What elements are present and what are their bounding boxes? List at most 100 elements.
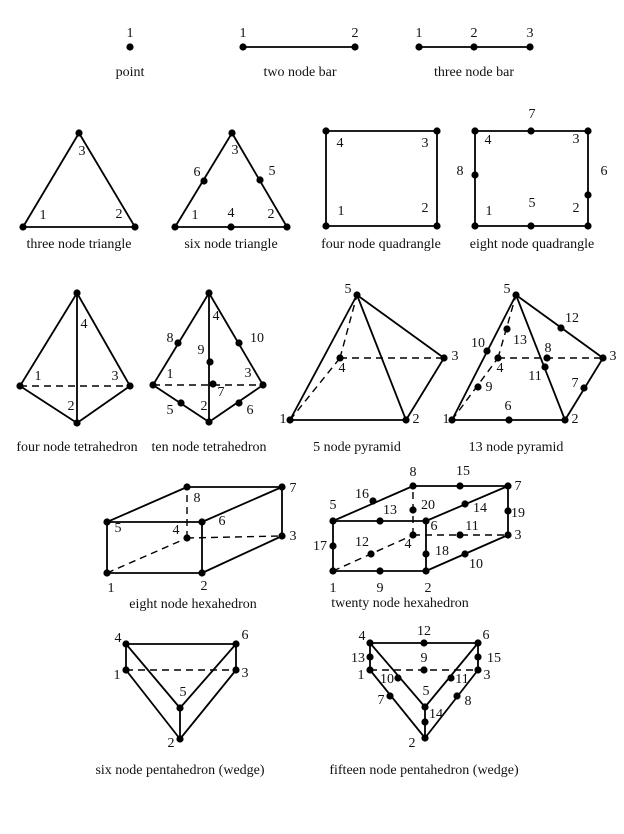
node-dot [149, 381, 157, 389]
node-dot [278, 532, 286, 540]
node-label: 8 [167, 331, 174, 346]
node-label: 18 [435, 544, 449, 559]
node-dot [366, 639, 374, 647]
node-label: 1 [443, 412, 450, 427]
edge-hidden-dashed [186, 535, 283, 539]
node-label: 7 [529, 107, 536, 122]
element-caption: six node triangle [184, 237, 277, 252]
node-dot [176, 735, 184, 743]
node-dot [584, 127, 592, 135]
node-label: 5 [504, 282, 511, 297]
node-dot [351, 43, 359, 51]
node-dot [584, 222, 592, 230]
node-label: 3 [232, 143, 239, 158]
node-dot [126, 43, 134, 51]
node-label: 3 [573, 132, 580, 147]
edge-solid [125, 669, 181, 740]
node-dot [474, 653, 482, 661]
element-caption: two node bar [263, 65, 336, 80]
node-dot [421, 703, 429, 711]
node-dot [205, 418, 213, 426]
node-label: 6 [242, 628, 249, 643]
edge-hidden-dashed [451, 357, 499, 421]
node-dot [494, 354, 502, 362]
node-label: 1 [127, 26, 134, 41]
edge-solid [369, 669, 426, 739]
node-dot [209, 380, 217, 388]
node-label: 4 [81, 317, 88, 332]
edge-hidden-dashed [289, 357, 341, 421]
node-dot [505, 416, 513, 424]
node-dot [176, 704, 184, 712]
element-caption: four node tetrahedron [16, 440, 137, 455]
node-label: 1 [108, 581, 115, 596]
node-label: 2 [116, 207, 123, 222]
node-dot [456, 531, 464, 539]
edge-hidden-dashed [332, 534, 414, 572]
node-label: 1 [240, 26, 247, 41]
node-dot [471, 171, 479, 179]
node-dot [409, 482, 417, 490]
edge-solid [179, 643, 237, 709]
node-dot [122, 640, 130, 648]
node-label: 17 [313, 539, 327, 554]
node-dot [422, 567, 430, 575]
edge-solid [76, 385, 131, 424]
element-caption: fifteen node pentahedron (wedge) [329, 763, 519, 778]
node-label: 2 [573, 201, 580, 216]
node-dot [366, 666, 374, 674]
node-label: 2 [422, 201, 429, 216]
node-dot [131, 223, 139, 231]
node-label: 5 [269, 164, 276, 179]
node-label: 11 [465, 519, 478, 534]
node-label: 8 [457, 164, 464, 179]
node-label: 12 [355, 535, 369, 550]
node-dot [171, 223, 179, 231]
node-label: 2 [352, 26, 359, 41]
edge-solid [78, 132, 136, 228]
node-dot [453, 692, 461, 700]
node-label: 2 [413, 412, 420, 427]
node-dot [239, 43, 247, 51]
node-label: 1 [330, 581, 337, 596]
node-label: 1 [486, 204, 493, 219]
node-label: 9 [421, 651, 428, 666]
node-dot [557, 324, 565, 332]
edge-solid [424, 669, 479, 739]
node-dot [126, 382, 134, 390]
node-dot [232, 640, 240, 648]
node-dot [322, 222, 330, 230]
node-label: 9 [486, 380, 493, 395]
node-dot [420, 639, 428, 647]
node-label: 12 [565, 311, 579, 326]
node-label: 15 [487, 651, 501, 666]
node-label: 6 [219, 514, 226, 529]
edge-solid [356, 294, 445, 359]
node-label: 7 [572, 376, 579, 391]
node-label: 3 [452, 349, 459, 364]
node-dot [16, 382, 24, 390]
node-dot [471, 127, 479, 135]
node-label: 4 [485, 133, 492, 148]
node-dot [73, 419, 81, 427]
element-caption: 5 node pyramid [313, 440, 401, 455]
node-label: 13 [383, 503, 397, 518]
node-label: 4 [213, 309, 220, 324]
node-label: 14 [473, 501, 487, 516]
node-label: 5 [423, 684, 430, 699]
node-label: 3 [422, 136, 429, 151]
node-dot [353, 291, 361, 299]
node-label: 7 [515, 479, 522, 494]
node-label: 2 [572, 412, 579, 427]
node-dot [420, 666, 428, 674]
node-dot [474, 639, 482, 647]
node-dot [422, 517, 430, 525]
node-label: 1 [40, 208, 47, 223]
node-label: 13 [513, 333, 527, 348]
